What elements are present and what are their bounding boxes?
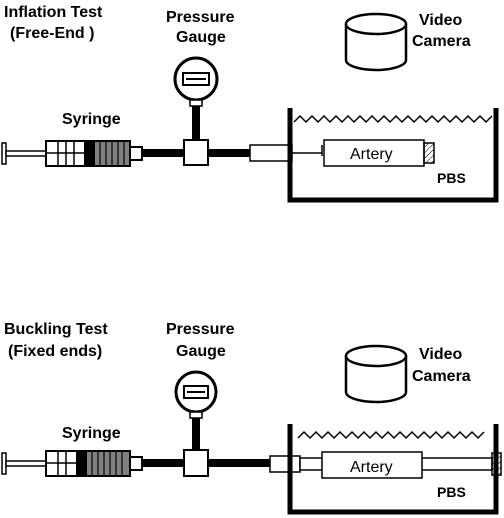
syringe-icon [1,450,143,477]
camera-label-line1: Video [419,346,463,363]
end-clamp [491,452,502,476]
panel-subtitle: (Free-End ) [10,25,94,42]
cannula [249,144,293,162]
water-surface [297,430,485,440]
syringe-label: Syringe [62,425,121,442]
video-camera-icon [344,344,408,404]
bath-label: PBS [437,170,466,186]
tubing [207,149,250,157]
buckling-test-panel: Buckling Test (Fixed ends) Pressure Gaug… [1,321,502,515]
panel-subtitle: (Fixed ends) [8,343,102,360]
syringe-icon [1,140,143,167]
panel-title: Buckling Test [4,321,108,338]
artery-label: Artery [350,459,393,476]
gauge-label-line2: Gauge [176,29,226,46]
gauge-label-line1: Pressure [166,9,235,26]
gauge-stem [192,418,200,454]
tubing [207,459,271,467]
inflation-test-panel: Inflation Test (Free-End ) Pressure Gaug… [1,4,499,203]
artery-label: Artery [350,146,393,163]
artery: Artery [292,139,435,167]
syringe-label: Syringe [62,111,121,128]
pressure-gauge-icon [173,56,219,107]
gauge-label-line1: Pressure [166,321,235,338]
t-junction [183,139,209,166]
panel-title: Inflation Test [4,4,103,21]
pbs-bath [287,108,499,203]
pressure-gauge-icon [174,370,218,419]
camera-label-line2: Camera [412,33,471,50]
tubing [142,149,184,157]
end-cap [423,142,435,164]
water-surface [293,114,493,124]
camera-label-line1: Video [419,12,463,29]
gauge-label-line2: Gauge [176,343,226,360]
bath-label: PBS [437,484,466,500]
t-junction [183,449,209,477]
gauge-stem [192,100,200,144]
artery: Artery [299,451,502,479]
video-camera-icon [344,12,408,72]
camera-label-line2: Camera [412,368,471,385]
cannula [269,455,301,473]
tubing [142,459,184,467]
